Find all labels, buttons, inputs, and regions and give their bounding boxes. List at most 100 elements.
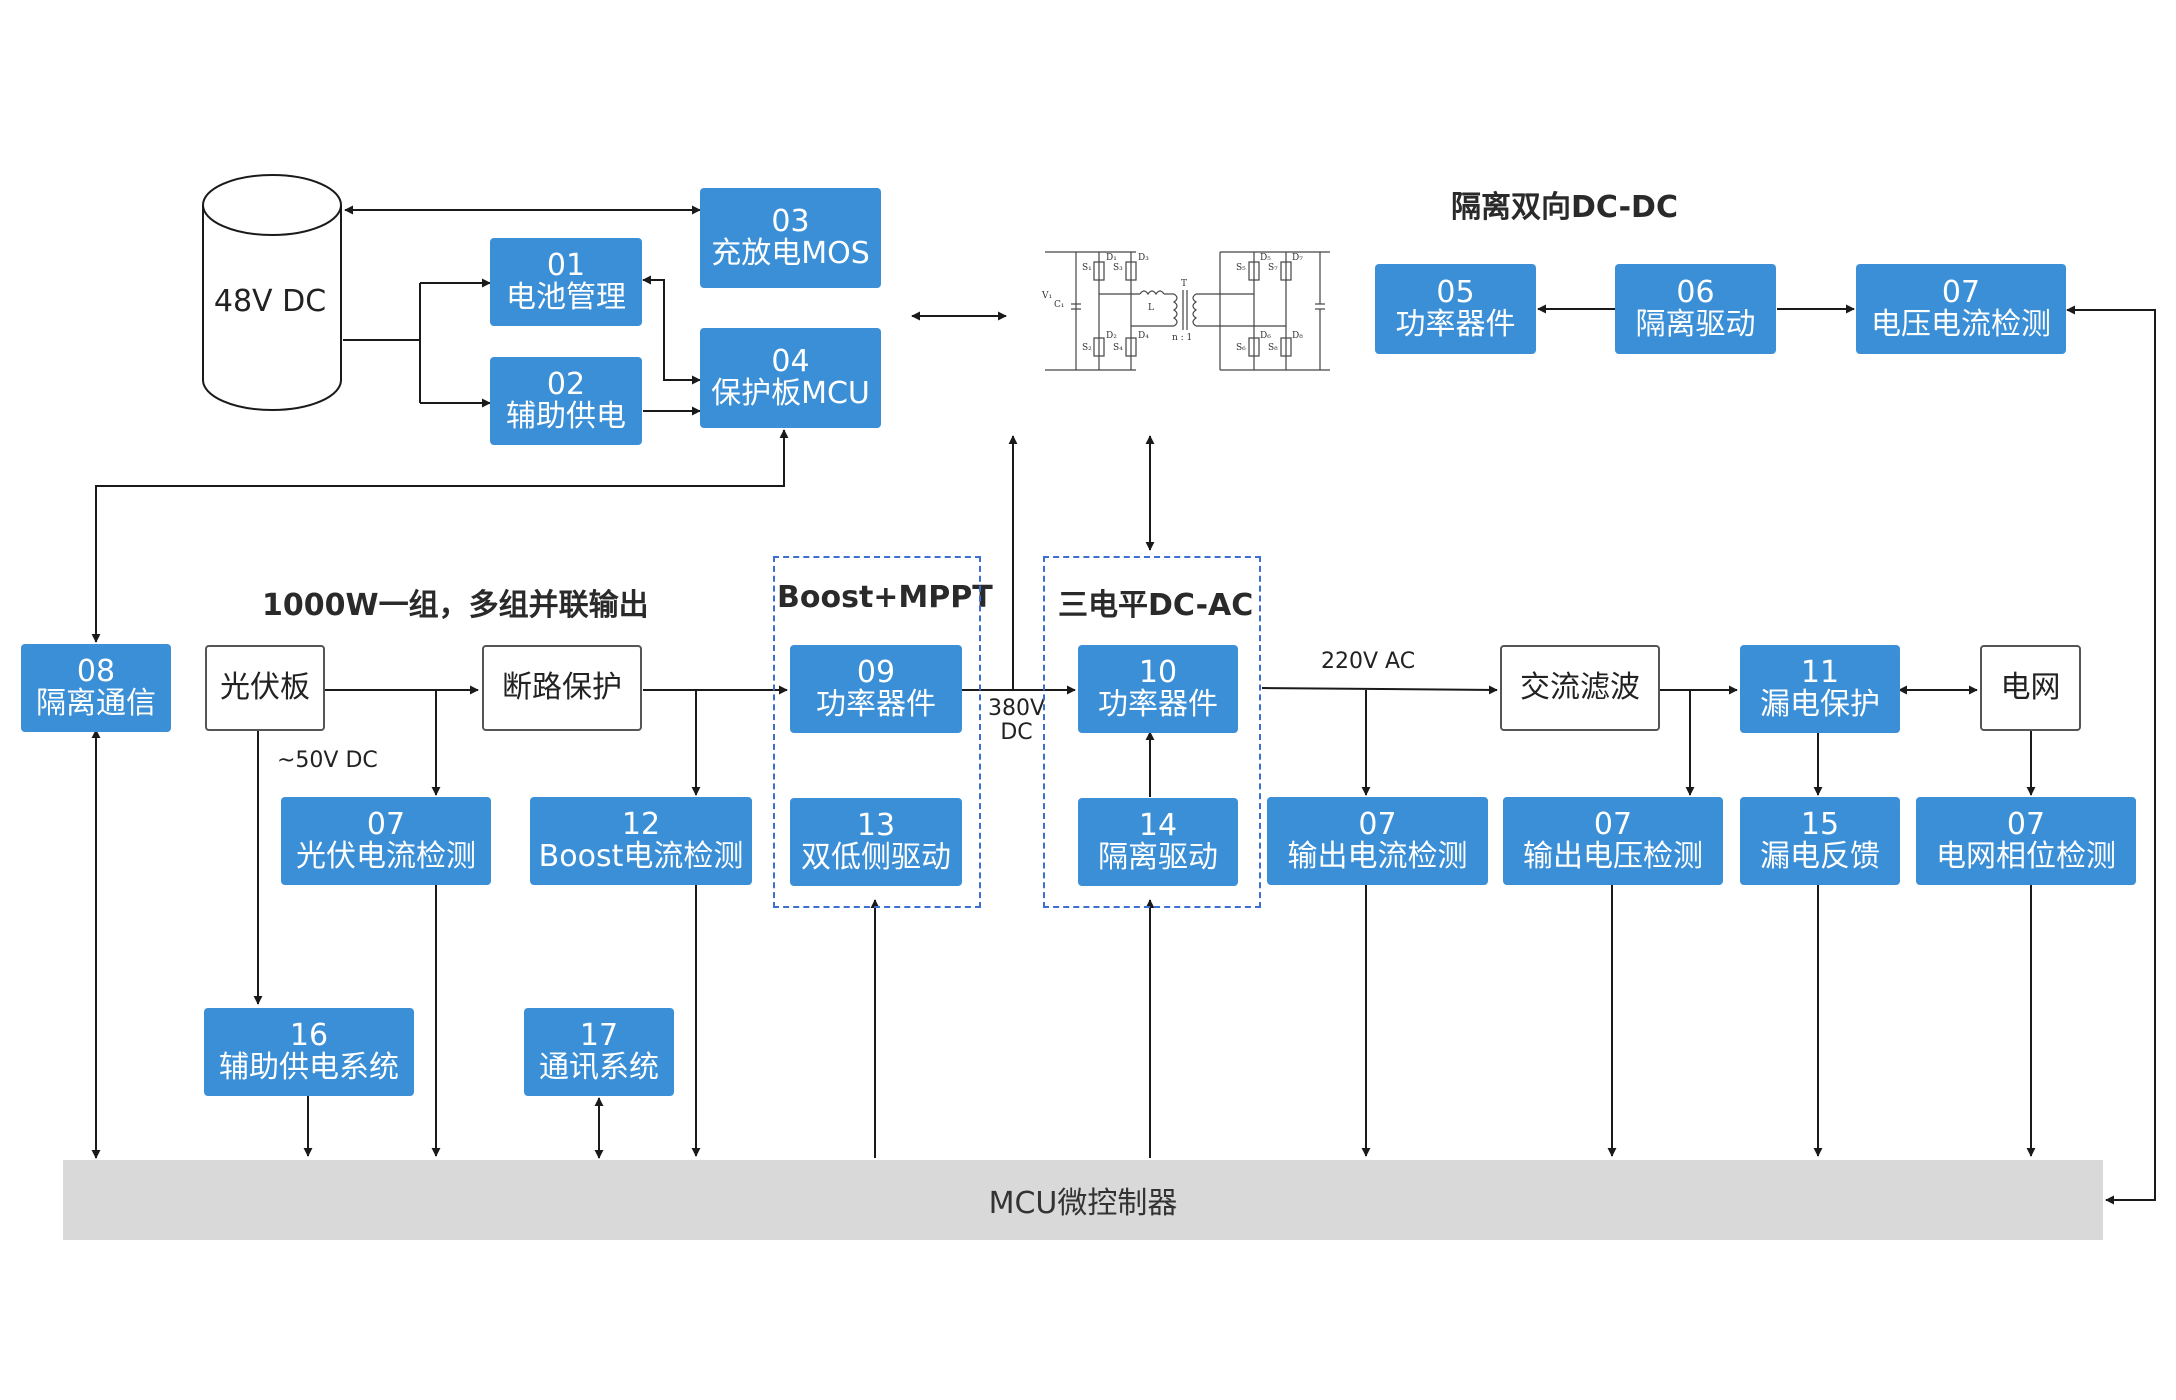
block-13-dual-low-side-driver[interactable]: 13 双低侧驱动 bbox=[790, 798, 962, 886]
note-50v: ~50V DC bbox=[277, 748, 378, 773]
block-06-num: 06 bbox=[1676, 274, 1715, 310]
block-16-num: 16 bbox=[289, 1017, 329, 1053]
pv-label: 光伏板 bbox=[220, 669, 310, 705]
block-02-num: 02 bbox=[546, 366, 586, 402]
label-t: T bbox=[1181, 279, 1187, 289]
block-ac-filter[interactable]: 交流滤波 bbox=[1500, 645, 1660, 731]
block-08-label: 隔离通信 bbox=[36, 686, 156, 721]
label-d3: D₃ bbox=[1138, 253, 1149, 263]
label-d2: D₂ bbox=[1106, 331, 1117, 341]
block-07-voltage-current-detect[interactable]: 07 电压电流检测 bbox=[1856, 264, 2066, 354]
block-14-isolated-driver[interactable]: 14 隔离驱动 bbox=[1078, 798, 1238, 886]
block-07-grid-phase-detect[interactable]: 07 电网相位检测 bbox=[1916, 797, 2136, 885]
label-d4: D₄ bbox=[1138, 331, 1149, 341]
block-07ov-label: 输出电压检测 bbox=[1523, 839, 1703, 874]
block-14-label: 隔离驱动 bbox=[1098, 840, 1218, 875]
battery-cylinder bbox=[202, 174, 342, 411]
breaker-label: 断路保护 bbox=[502, 669, 622, 705]
label-s4: S₄ bbox=[1113, 343, 1123, 353]
block-07-pv-current-detect[interactable]: 07 光伏电流检测 bbox=[281, 797, 491, 885]
block-11-label: 漏电保护 bbox=[1760, 687, 1880, 722]
note-380v-line2: DC bbox=[1000, 720, 1033, 746]
block-07pv-num: 07 bbox=[366, 806, 406, 842]
grid-label: 电网 bbox=[2000, 669, 2061, 705]
label-d1: D₁ bbox=[1106, 253, 1117, 263]
block-06-label: 隔离驱动 bbox=[1635, 307, 1756, 342]
block-17-label: 通讯系统 bbox=[539, 1050, 659, 1085]
label-s1: S₁ bbox=[1082, 263, 1092, 273]
block-12-label: Boost电流检测 bbox=[538, 839, 744, 874]
dcdc-circuit-schematic: S₁ S₂ S₃ S₄ D₁ D₂ D₃ D₄ S₅ S₆ S₇ S₈ D₅ D… bbox=[1041, 251, 1330, 371]
block-07ov-num: 07 bbox=[1593, 806, 1633, 842]
label-v1: V₁ bbox=[1041, 291, 1052, 301]
block-07-output-current-detect[interactable]: 07 输出电流检测 bbox=[1267, 797, 1488, 885]
block-12-num: 12 bbox=[621, 806, 661, 842]
block-14-num: 14 bbox=[1138, 807, 1178, 843]
wire-01-04 bbox=[642, 275, 701, 385]
block-12-boost-current-detect[interactable]: 12 Boost电流检测 bbox=[530, 797, 752, 885]
block-17-comm-system[interactable]: 17 通讯系统 bbox=[524, 1008, 674, 1096]
block-03-charge-mos[interactable]: 03 充放电MOS bbox=[700, 188, 881, 288]
title-three-level: 三电平DC-AC bbox=[1058, 588, 1254, 623]
label-s7: S₇ bbox=[1268, 263, 1278, 273]
block-13-num: 13 bbox=[856, 807, 896, 843]
block-17-num: 17 bbox=[579, 1017, 619, 1053]
label-s3: S₃ bbox=[1113, 263, 1123, 273]
block-10-num: 10 bbox=[1138, 654, 1178, 690]
block-11-num: 11 bbox=[1800, 654, 1840, 690]
mcu-microcontroller-bar[interactable]: MCU微控制器 bbox=[63, 1160, 2103, 1240]
block-10-power-device[interactable]: 10 功率器件 bbox=[1078, 645, 1238, 733]
block-02-aux-power[interactable]: 02 辅助供电 bbox=[490, 357, 642, 445]
title-group-output: 1000W一组，多组并联输出 bbox=[262, 588, 649, 623]
block-06-isolated-driver[interactable]: 06 隔离驱动 bbox=[1615, 264, 1776, 354]
battery-label: 48V DC bbox=[213, 284, 327, 319]
block-07-output-voltage-detect[interactable]: 07 输出电压检测 bbox=[1503, 797, 1723, 885]
label-s6: S₆ bbox=[1236, 343, 1246, 353]
block-grid[interactable]: 电网 bbox=[1980, 645, 2081, 731]
label-s2: S₂ bbox=[1082, 343, 1092, 353]
block-01-battery-management[interactable]: 01 电池管理 bbox=[490, 238, 642, 326]
block-08-isolated-comm[interactable]: 08 隔离通信 bbox=[21, 644, 171, 732]
label-d5: D₅ bbox=[1260, 253, 1271, 263]
block-03-label: 充放电MOS bbox=[711, 236, 870, 271]
label-d7: D₇ bbox=[1292, 253, 1303, 263]
block-01-label: 电池管理 bbox=[506, 280, 626, 315]
note-220v: 220V AC bbox=[1321, 649, 1416, 674]
block-07oc-num: 07 bbox=[1358, 806, 1397, 842]
label-d8: D₈ bbox=[1292, 331, 1303, 341]
title-isolated-dcdc: 隔离双向DC-DC bbox=[1451, 190, 1678, 225]
wire-10-filter bbox=[1261, 685, 1498, 695]
block-07gp-label: 电网相位检测 bbox=[1936, 839, 2116, 874]
block-07oc-label: 输出电流检测 bbox=[1287, 839, 1468, 874]
block-09-num: 09 bbox=[856, 654, 896, 690]
title-boost-mppt: Boost+MPPT bbox=[777, 580, 993, 615]
block-04-protection-mcu[interactable]: 04 保护板MCU bbox=[700, 328, 881, 428]
label-s5: S₅ bbox=[1236, 263, 1246, 273]
block-05-power-device[interactable]: 05 功率器件 bbox=[1375, 264, 1536, 354]
wire-07top-mcu bbox=[2066, 305, 2156, 1205]
block-10-label: 功率器件 bbox=[1098, 687, 1218, 722]
label-s8: S₈ bbox=[1268, 343, 1278, 353]
block-08-num: 08 bbox=[76, 653, 116, 689]
block-15-label: 漏电反馈 bbox=[1760, 839, 1880, 874]
block-07top-label: 电压电流检测 bbox=[1871, 307, 2051, 342]
block-breaker-protection[interactable]: 断路保护 bbox=[482, 645, 642, 731]
label-c1: C₁ bbox=[1054, 300, 1065, 310]
block-09-power-device[interactable]: 09 功率器件 bbox=[790, 645, 962, 733]
mcu-label: MCU微控制器 bbox=[988, 1186, 1178, 1221]
block-16-label: 辅助供电系统 bbox=[219, 1050, 399, 1085]
block-15-num: 15 bbox=[1800, 806, 1840, 842]
block-04-label: 保护板MCU bbox=[711, 376, 870, 411]
three-level-group bbox=[1043, 556, 1261, 908]
label-n: n : 1 bbox=[1172, 333, 1192, 343]
block-04-num: 04 bbox=[771, 343, 810, 379]
block-07top-num: 07 bbox=[1941, 274, 1981, 310]
block-01-num: 01 bbox=[546, 247, 586, 283]
block-11-leakage-protection[interactable]: 11 漏电保护 bbox=[1740, 645, 1900, 733]
block-09-label: 功率器件 bbox=[816, 687, 936, 722]
boost-mppt-group bbox=[773, 556, 981, 908]
note-380v: 380V DC bbox=[988, 696, 1045, 746]
block-16-aux-power-system[interactable]: 16 辅助供电系统 bbox=[204, 1008, 414, 1096]
block-15-leakage-feedback[interactable]: 15 漏电反馈 bbox=[1740, 797, 1900, 885]
block-pv-panel[interactable]: 光伏板 bbox=[205, 645, 325, 731]
